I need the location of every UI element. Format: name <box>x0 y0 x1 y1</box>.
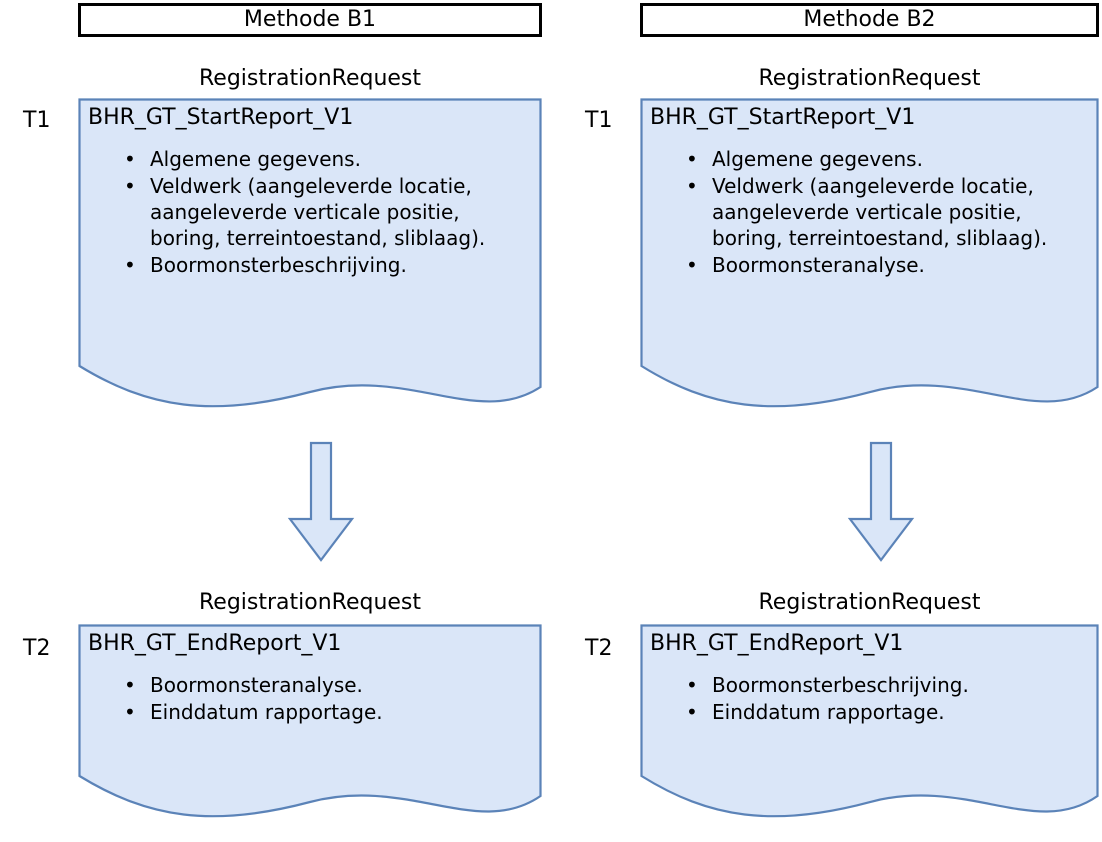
list-item: Einddatum rapportage. <box>124 699 532 725</box>
document-b1-t2-content: BHR_GT_EndReport_V1 Boormonsteranalyse. … <box>78 624 542 725</box>
list-item: Veldwerk (aangeleverde locatie, aangelev… <box>686 173 1089 251</box>
caption-b2-t2: RegistrationRequest <box>758 590 981 615</box>
flow-arrow-b1 <box>287 441 355 563</box>
time-label-b1-t2: T2 <box>23 636 51 661</box>
caption-b1-t1: RegistrationRequest <box>198 66 422 91</box>
method-header-b1-label: Methode B1 <box>243 7 377 32</box>
arrow-down-icon <box>287 441 355 562</box>
method-header-b2-label: Methode B2 <box>803 7 936 32</box>
flow-arrow-b2 <box>847 441 915 563</box>
document-b1-t1-content: BHR_GT_StartReport_V1 Algemene gegevens.… <box>78 98 542 278</box>
time-label-b2-t2: T2 <box>585 636 613 661</box>
list-item: Boormonsterbeschrijving. <box>686 672 1089 698</box>
arrow-down-icon <box>847 441 915 562</box>
list-item: Boormonsteranalyse. <box>124 672 532 698</box>
time-label-b1-t1: T1 <box>23 108 51 133</box>
list-item: Boormonsteranalyse. <box>686 252 1089 278</box>
document-b2-t1-content: BHR_GT_StartReport_V1 Algemene gegevens.… <box>640 98 1099 278</box>
list-item: Boormonsterbeschrijving. <box>124 252 532 278</box>
list-item: Veldwerk (aangeleverde locatie, aangelev… <box>124 173 532 251</box>
document-b2-t2-content: BHR_GT_EndReport_V1 Boormonsterbeschrijv… <box>640 624 1099 725</box>
list-item: Einddatum rapportage. <box>686 699 1089 725</box>
document-b2-t1: BHR_GT_StartReport_V1 Algemene gegevens.… <box>640 98 1099 428</box>
document-b1-t1-bullet-list: Algemene gegevens. Veldwerk (aangeleverd… <box>88 146 532 278</box>
document-b1-t2: BHR_GT_EndReport_V1 Boormonsteranalyse. … <box>78 624 542 839</box>
caption-b2-t1: RegistrationRequest <box>758 66 981 91</box>
list-item: Algemene gegevens. <box>686 146 1089 172</box>
caption-b1-t2: RegistrationRequest <box>198 590 422 615</box>
time-label-b2-t1: T1 <box>585 108 613 133</box>
document-b2-t1-title: BHR_GT_StartReport_V1 <box>650 105 916 130</box>
document-b1-t1: BHR_GT_StartReport_V1 Algemene gegevens.… <box>78 98 542 428</box>
document-b1-t2-bullet-list: Boormonsteranalyse. Einddatum rapportage… <box>88 672 532 725</box>
list-item: Algemene gegevens. <box>124 146 532 172</box>
document-b2-t1-bullet-list: Algemene gegevens. Veldwerk (aangeleverd… <box>650 146 1089 278</box>
method-header-b1: Methode B1 <box>78 3 542 37</box>
document-b2-t2-title: BHR_GT_EndReport_V1 <box>650 631 904 656</box>
document-b1-t2-title: BHR_GT_EndReport_V1 <box>88 631 342 656</box>
method-header-b2: Methode B2 <box>640 3 1099 37</box>
document-b2-t2-bullet-list: Boormonsterbeschrijving. Einddatum rappo… <box>650 672 1089 725</box>
document-b1-t1-title: BHR_GT_StartReport_V1 <box>88 105 354 130</box>
document-b2-t2: BHR_GT_EndReport_V1 Boormonsterbeschrijv… <box>640 624 1099 839</box>
